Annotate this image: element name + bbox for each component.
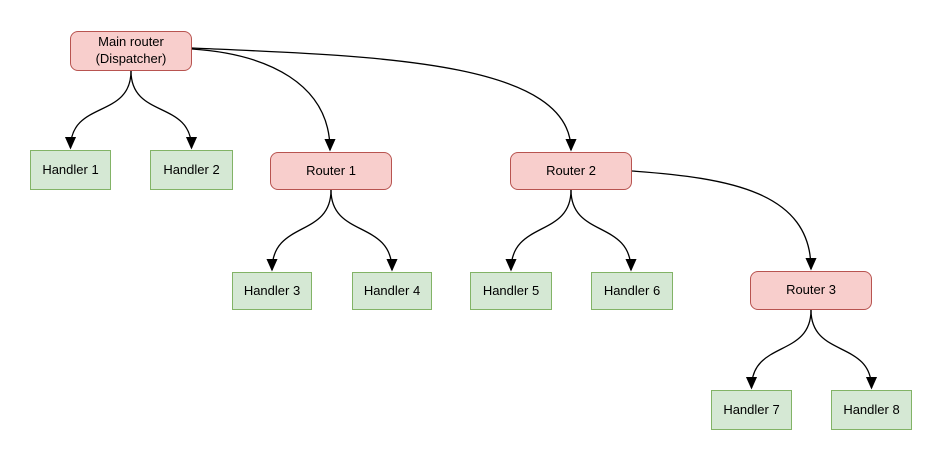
edge-router-2-to-router-3: [631, 170, 811, 269]
node-main-router: Main router (Dispatcher): [70, 31, 192, 71]
edge-router-3-to-handler-8: [810, 309, 872, 388]
node-router-1: Router 1: [270, 152, 392, 190]
node-handler-3: Handler 3: [232, 272, 312, 310]
node-router-3: Router 3: [750, 271, 872, 310]
edge-main-router-to-router-2: [191, 47, 571, 150]
node-handler-1: Handler 1: [30, 150, 111, 190]
node-handler-6: Handler 6: [591, 272, 673, 310]
node-router-2: Router 2: [510, 152, 632, 190]
edge-router-1-to-handler-4: [330, 189, 392, 270]
node-handler-5: Handler 5: [470, 272, 552, 310]
node-handler-8: Handler 8: [831, 390, 912, 430]
edge-main-router-to-router-1: [191, 48, 330, 150]
edge-router-2-to-handler-5: [511, 189, 572, 270]
edge-router-1-to-handler-3: [272, 189, 332, 270]
edge-main-router-to-handler-2: [130, 70, 192, 148]
node-handler-4: Handler 4: [352, 272, 432, 310]
edge-router-3-to-handler-7: [752, 309, 812, 388]
node-handler-7: Handler 7: [711, 390, 792, 430]
node-handler-2: Handler 2: [150, 150, 233, 190]
edge-main-router-to-handler-1: [71, 70, 132, 148]
edge-router-2-to-handler-6: [570, 189, 631, 270]
